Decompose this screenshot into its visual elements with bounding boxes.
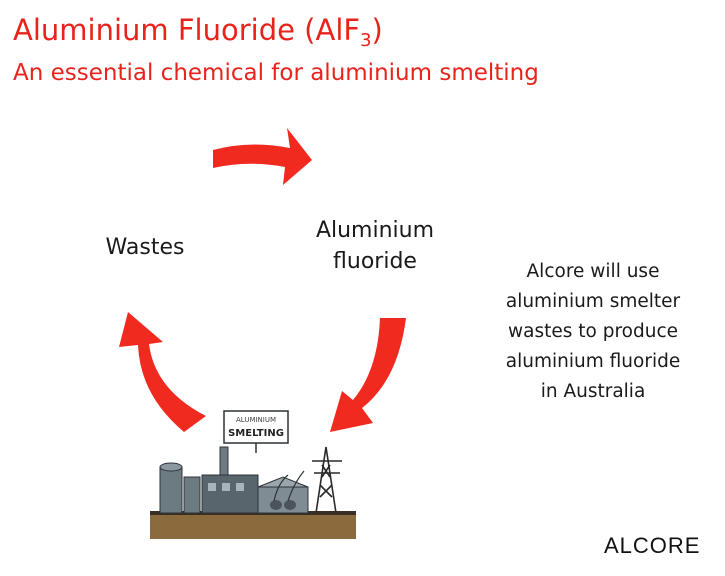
- title-subscript: 3: [360, 30, 372, 51]
- note-line: aluminium fluoride: [505, 351, 681, 372]
- aluminium-fluoride-line2: fluoride: [333, 249, 417, 274]
- power-pylon: [312, 446, 342, 514]
- alcore-logo: ALCORE: [604, 533, 701, 558]
- note-line: wastes to produce: [508, 321, 678, 342]
- title-close: ): [371, 13, 383, 47]
- note-line: Alcore will use: [526, 261, 660, 282]
- smelting-sign-line2: SMELTING: [228, 428, 284, 439]
- title-main: Aluminium Fluoride (AlF: [13, 13, 361, 47]
- potline-hall: [257, 486, 309, 514]
- right-arrow: [330, 318, 406, 432]
- aluminium-fluoride-label: Aluminium fluoride: [295, 215, 455, 277]
- note-line: in Australia: [540, 381, 646, 402]
- ground: [150, 513, 356, 539]
- chimney: [219, 446, 229, 476]
- silo-left: [159, 466, 183, 514]
- smelting-sign-line1: ALUMINIUM: [236, 416, 276, 424]
- alcore-note: Alcore will use aluminium smelter wastes…: [478, 257, 708, 407]
- silo-middle: [183, 476, 201, 514]
- slide-subtitle: An essential chemical for aluminium smel…: [13, 60, 539, 86]
- aluminium-fluoride-line1: Aluminium: [315, 218, 435, 243]
- top-arrow: [213, 128, 312, 185]
- smelter-illustration: ALUMINIUM SMELTING: [150, 410, 356, 539]
- factory-building: [201, 474, 259, 514]
- note-line: aluminium smelter: [505, 291, 681, 312]
- wastes-label: Wastes: [105, 235, 185, 260]
- smelting-sign: [223, 410, 289, 444]
- slide-title: Aluminium Fluoride (AlF3): [13, 16, 383, 50]
- left-arrow: [119, 312, 206, 432]
